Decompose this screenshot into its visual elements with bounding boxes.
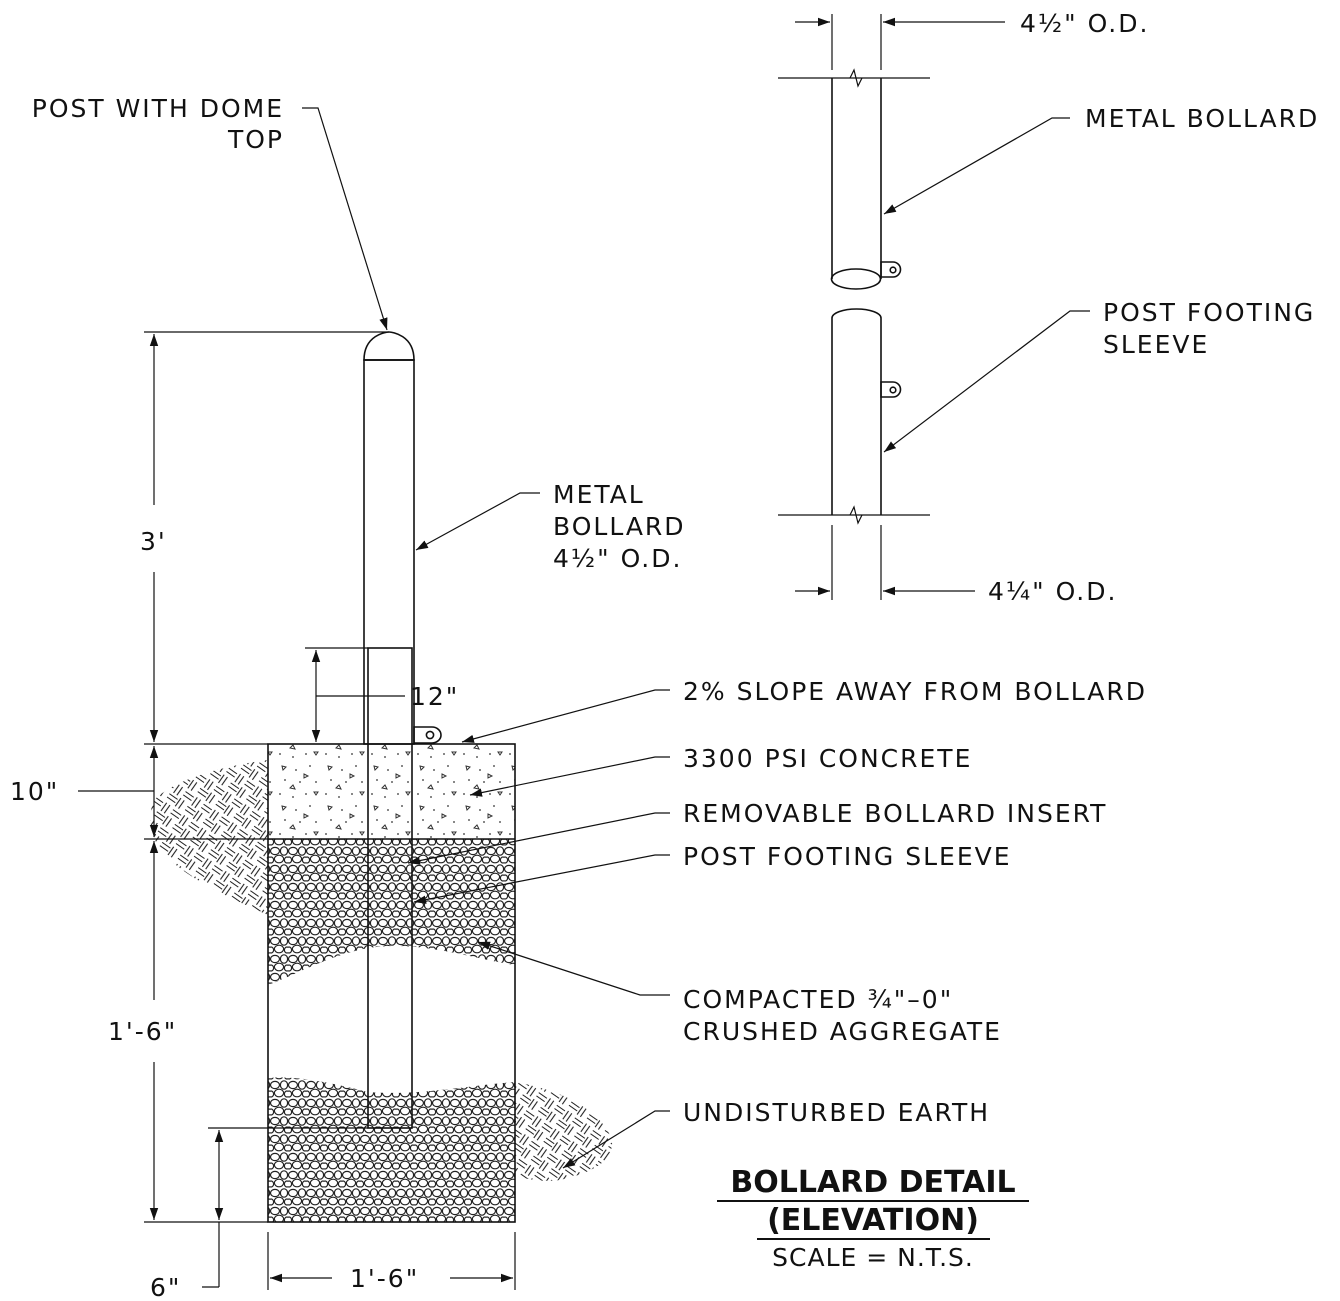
leader-removable-insert [407,812,670,865]
label-undisturbed-earth: UNDISTURBED EARTH [683,1098,990,1127]
label-metal-bollard-3: 4½" O.D. [553,544,682,573]
dim-label-3ft: 3' [140,527,167,556]
dimension-insert-overlap [305,647,405,742]
leader-detail-metal-bollard [883,117,1070,215]
locking-tab [413,726,442,744]
label-concrete: 3300 PSI CONCRETE [683,744,972,773]
aggregate-lower-fill [268,1077,515,1222]
undisturbed-earth-right-lower [515,1082,613,1181]
undisturbed-earth-left-upper [150,760,268,915]
title-scale: SCALE = N.T.S. [772,1243,974,1272]
label-od-bottom: 4¼" O.D. [988,577,1117,606]
leader-metal-bollard [415,492,540,551]
detail-dim-bottom-od [795,525,975,600]
metal-bollard-post [363,359,415,745]
label-detail-sleeve-2: SLEEVE [1103,330,1209,359]
detail-dim-top-od [795,14,1005,70]
dim-label-10in: 10" [10,777,59,806]
label-removable-insert: REMOVABLE BOLLARD INSERT [683,799,1107,828]
label-detail-metal-bollard: METAL BOLLARD [1085,104,1319,133]
label-post-footing-sleeve: POST FOOTING SLEEVE [683,842,1012,871]
leader-concrete [469,756,670,797]
dim-label-12in: 12" [410,682,459,711]
dimension-concrete-depth [78,746,268,840]
label-slope: 2% SLOPE AWAY FROM BOLLARD [683,677,1147,706]
label-metal-bollard-2: BOLLARD [553,512,686,541]
label-post-dome-top-1: POST WITH DOME [32,94,284,123]
dimension-footing-depth [144,841,268,1223]
detail-bollard-top [778,68,930,290]
label-detail-sleeve-1: POST FOOTING [1103,298,1315,327]
label-od-top: 4½" O.D. [1020,9,1149,38]
label-aggregate-2: CRUSHED AGGREGATE [683,1017,1002,1046]
dimension-aggregate-base [202,1127,368,1288]
dimension-height-above-grade [144,331,389,745]
detail-footing-sleeve [778,308,930,525]
dimension-footing-width [267,1232,516,1290]
dim-label-footing-depth: 1'-6" [108,1017,177,1046]
leader-post-footing-sleeve [413,854,670,904]
leader-aggregate [477,941,670,996]
leader-dome-top [302,107,388,331]
leader-detail-sleeve [883,310,1090,453]
bollard-dome-top [363,331,415,361]
dim-label-6in: 6" [150,1273,181,1301]
label-post-dome-top-2: TOP [227,125,284,154]
title-line-1: BOLLARD DETAIL [730,1165,1015,1200]
concrete-cap-fill [268,744,515,839]
leader-slope [461,689,670,743]
title-line-2: (ELEVATION) [767,1203,979,1238]
dim-label-footing-width: 1'-6" [350,1264,419,1293]
label-metal-bollard-1: METAL [553,480,645,509]
leader-undisturbed-earth [562,1110,670,1169]
removable-insert [367,647,413,1129]
aggregate-upper-fill [268,839,515,985]
label-aggregate-1: COMPACTED ¾"–0" [683,985,953,1014]
